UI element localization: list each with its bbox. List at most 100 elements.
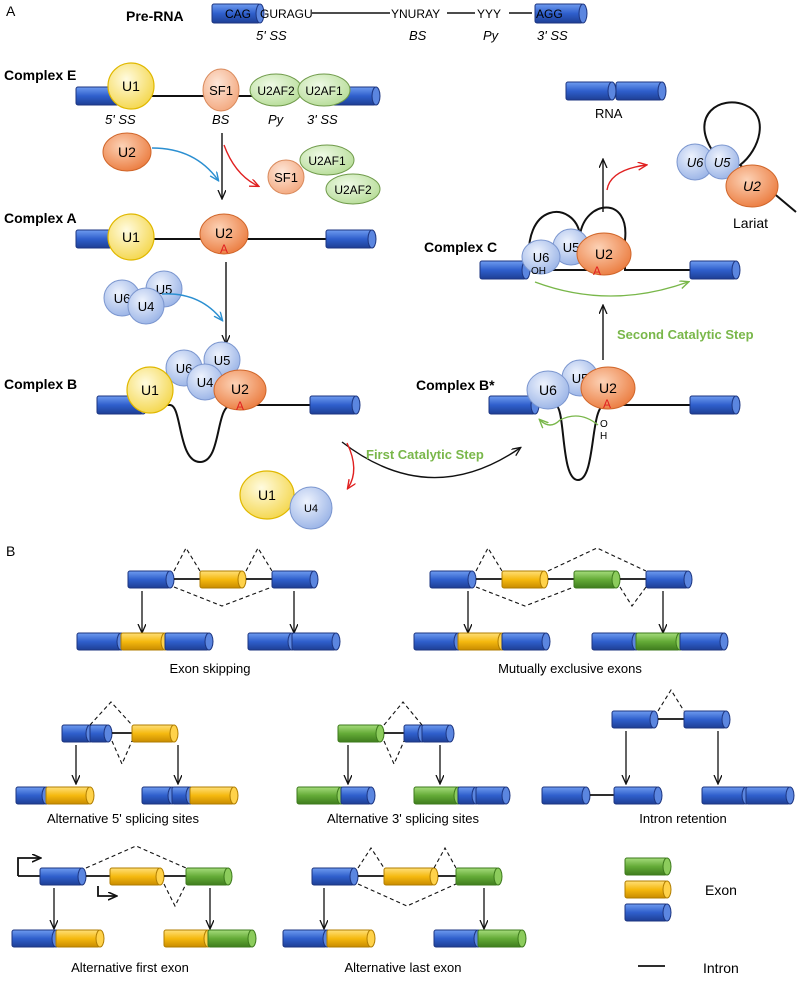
- es-product1-a: [76, 632, 126, 651]
- sf1-label: SF1: [209, 83, 233, 98]
- ale-exon2: [383, 867, 439, 886]
- afe-product2-a: [163, 929, 213, 948]
- afe-junction-1: [85, 845, 187, 869]
- ale-exon1: [311, 867, 359, 886]
- second-step-label: Second Catalytic Step: [617, 327, 754, 342]
- a3-product2-c: [475, 786, 511, 805]
- green-arrow-c: [534, 282, 688, 297]
- mx-exon4: [645, 570, 693, 589]
- u1-particle: U1: [107, 62, 155, 110]
- ale-junction-3: [357, 883, 457, 907]
- u2af1-particle: U2AF1: [297, 73, 351, 107]
- label-alt-3ss: Alternative 3' splicing sites: [327, 811, 480, 826]
- es-product1-c: [164, 632, 214, 651]
- mx-exon1: [429, 570, 477, 589]
- u456-u6-label: U6: [114, 291, 131, 306]
- released-sf1-label: SF1: [274, 170, 298, 185]
- label-py: Py: [483, 28, 500, 43]
- arrow-first-step: [341, 441, 520, 479]
- ale-junction-1: [357, 846, 385, 869]
- ir-product2-b: [745, 786, 795, 805]
- complex-a-u1: [107, 213, 155, 261]
- mx-junction-1: [475, 546, 503, 572]
- released-u2af1-label: U2AF1: [308, 154, 346, 168]
- complex-e-title: Complex E: [4, 67, 76, 83]
- a5-product1-a: [15, 786, 51, 805]
- mx-exon3: [573, 570, 621, 589]
- u456-incoming: U6 U5 U4: [103, 270, 183, 325]
- u2-incoming-label: U2: [118, 144, 136, 160]
- ir-exon2: [683, 710, 731, 729]
- panel-a-label: A: [6, 3, 16, 19]
- u1-label: U1: [122, 78, 140, 94]
- ir-exon1: [611, 710, 659, 729]
- legend-exon-label: Exon: [705, 882, 737, 898]
- a3-product2-a: [413, 786, 463, 805]
- complex-bstar-title: Complex B*: [416, 377, 495, 393]
- u2af2-label: U2AF2: [257, 84, 295, 98]
- complex-bstar-o: O: [600, 419, 608, 430]
- complex-c-u5-label: U5: [563, 240, 580, 255]
- afe-exon1: [39, 867, 87, 886]
- ale-product2-b: [477, 929, 527, 948]
- es-exon2: [199, 570, 247, 589]
- u2af2-particle: U2AF2: [249, 73, 303, 107]
- complex-c: Complex C U5 U6 OH U2 A: [424, 206, 741, 297]
- legend-exon-yellow: [624, 880, 672, 899]
- complex-bstar-h: H: [600, 431, 607, 442]
- promoter-arrow-1: [17, 858, 40, 876]
- label-3ss: 3' SS: [537, 28, 568, 43]
- es-exon1: [127, 570, 175, 589]
- first-step-label: First Catalytic Step: [366, 447, 484, 462]
- seq-guragu: GURAGU: [260, 7, 313, 21]
- legend-exon-green: [624, 857, 672, 876]
- complex-a-u2: [199, 213, 249, 255]
- complex-b-u5-label: U5: [214, 353, 231, 368]
- ale-product2-a: [433, 929, 483, 948]
- es-junction-2: [245, 546, 273, 572]
- complex-a-u2-label: U2: [215, 225, 233, 241]
- es-product2-b: [291, 632, 341, 651]
- pre-rna-exon-left: [211, 3, 265, 24]
- released-u2af2: U2AF2: [325, 173, 381, 205]
- blue-arrow-u456: [161, 293, 222, 320]
- a5-product1-b: [45, 786, 95, 805]
- a3-exon1: [337, 724, 385, 743]
- ir-product1-b: [613, 786, 663, 805]
- pre-rna-title: Pre-RNA: [126, 8, 184, 24]
- sf1-particle: SF1: [202, 68, 240, 112]
- mx-product2-c: [679, 632, 729, 651]
- seq-yyy: YYY: [477, 7, 501, 21]
- a5-product2-c: [189, 786, 239, 805]
- complex-e-5ss: 5' SS: [105, 112, 136, 127]
- label-alt-last-exon: Alternative last exon: [344, 960, 461, 975]
- complex-b-u1-label: U1: [141, 382, 159, 398]
- ale-product1-b: [326, 929, 376, 948]
- a5-product2-a: [141, 786, 177, 805]
- ale-product1-a: [282, 929, 332, 948]
- complex-b: Complex B U6 U5 U4 U1 U2 A: [4, 341, 361, 464]
- a5-exon1a: [61, 724, 95, 743]
- released-u1-label: U1: [258, 487, 276, 503]
- complex-bstar: Complex B* U5 U6 U2 A O H: [416, 359, 741, 482]
- es-exon3: [271, 570, 319, 589]
- complex-c-adenosine: A: [593, 264, 601, 278]
- mature-rna: RNA: [565, 81, 667, 121]
- complex-bstar-u2-label: U2: [599, 380, 617, 396]
- complex-e-3ss: 3' SS: [307, 112, 338, 127]
- afe-junction-2: [163, 883, 187, 908]
- released-u4-label: U4: [304, 503, 318, 515]
- blue-arrow-u2: [151, 147, 218, 180]
- seq-cag: CAG: [225, 7, 251, 21]
- mx-exon2: [501, 570, 549, 589]
- lariat-u5-label: U5: [714, 155, 731, 170]
- a3-junction-1: [383, 701, 423, 726]
- complex-bstar-adenosine: A: [603, 397, 611, 411]
- a5-exon1b: [89, 724, 113, 743]
- seq-agg: AGG: [536, 7, 563, 21]
- complex-a-adenosine: A: [220, 242, 228, 256]
- released-u1-u4: U1 U4: [239, 470, 333, 530]
